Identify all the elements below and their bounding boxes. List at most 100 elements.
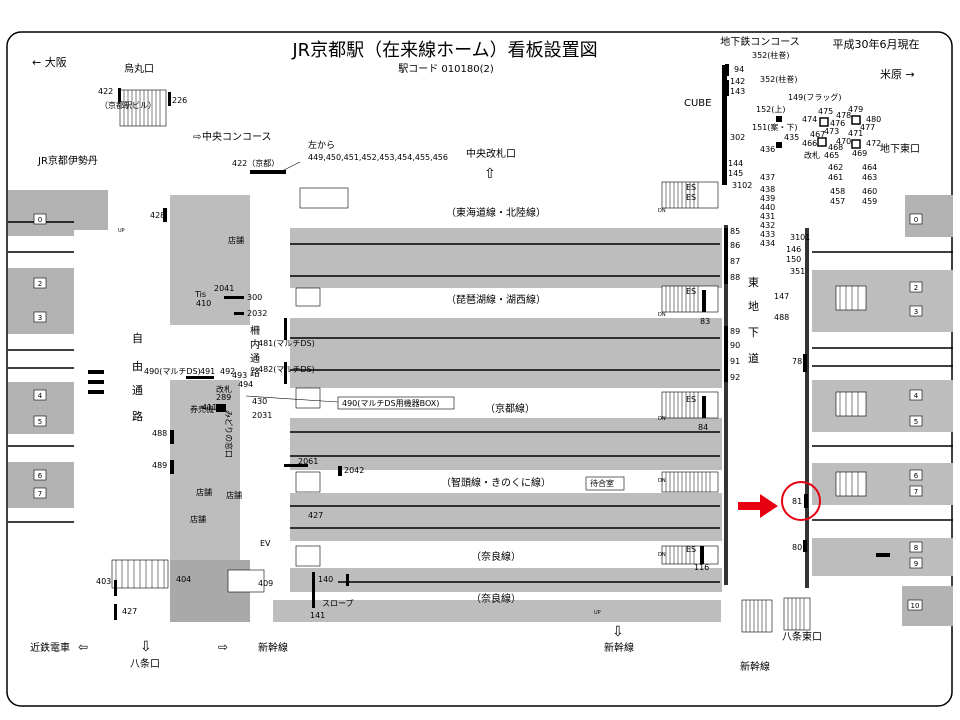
- svg-text:通: 通: [132, 384, 143, 397]
- sign-marker: [338, 466, 342, 476]
- inner-passage-label: 柵 内 通 路: [250, 324, 260, 379]
- map-border: [6, 31, 953, 707]
- sign-number: 471: [848, 129, 863, 138]
- sign-number: 2042: [344, 466, 364, 475]
- sign-number: 151(案・下): [752, 122, 798, 132]
- sign-marker: [312, 572, 315, 608]
- sign-number: 428: [150, 211, 165, 220]
- platform-tokaido: [290, 228, 722, 288]
- svg-text:地: 地: [748, 300, 759, 313]
- sign-number: 440: [760, 203, 775, 212]
- tag-kyoto: 422（京都）: [232, 158, 279, 168]
- arrow-down-icon: ⇩: [612, 624, 624, 640]
- sign-number: 433: [760, 230, 775, 239]
- platform-number: 5: [914, 418, 918, 426]
- platform-number: 6: [914, 472, 919, 480]
- shop-label: 店舗: [190, 514, 206, 524]
- block-r23: [812, 270, 953, 332]
- sign-number: 352(柱巻): [752, 50, 790, 60]
- sign-number: 141: [310, 611, 325, 620]
- block-r67: [812, 463, 953, 505]
- sign-number: 3102: [732, 181, 752, 190]
- sign-number: 468: [828, 143, 843, 152]
- sign-number: 427: [308, 511, 323, 520]
- svg-text:通: 通: [250, 353, 260, 365]
- platform-number: 2: [914, 284, 918, 292]
- platform-blocks: [8, 65, 953, 626]
- stair-d: [295, 545, 321, 567]
- sign-marker: [724, 326, 728, 382]
- sign-number: 78: [792, 357, 802, 366]
- underground-east-gate-label: 地下東口: [880, 142, 920, 155]
- sign-number: 300: [247, 293, 262, 302]
- stair-shinkansen: [227, 569, 265, 593]
- sign-number: 493: [232, 371, 247, 380]
- kyoto-building-note: （京都駅ビル）: [100, 100, 156, 110]
- sign-number: 142: [730, 77, 745, 86]
- sign-number: 481(マルチDS): [258, 339, 315, 348]
- line-label: （奈良線）: [471, 550, 521, 563]
- sign-number: 457: [830, 197, 845, 206]
- stair-r2: [835, 391, 867, 417]
- platform-numbers-left: 0 2 3 4 5 6 7: [33, 213, 47, 499]
- arrow-right-icon: ⇨: [193, 132, 201, 143]
- sign-number: 475: [818, 107, 833, 116]
- sign-number: 489: [152, 461, 167, 470]
- sign-marker: [234, 312, 244, 315]
- platform-number: 7: [914, 488, 918, 496]
- map-title: JR京都駅（在来線ホーム）看板設置図: [291, 40, 597, 61]
- svg-text:道: 道: [748, 351, 759, 365]
- sign-number: 478: [836, 111, 851, 120]
- sign-number: 472: [866, 139, 881, 148]
- sign-marker: [700, 546, 704, 564]
- platform-nara-b: [273, 600, 721, 622]
- station-code: 駅コード 010180(2): [398, 63, 494, 75]
- ticket-office-label: 券売機: [190, 404, 214, 414]
- red-circle-highlight: [781, 481, 821, 521]
- down-label: DN: [658, 552, 666, 558]
- sign-marker: [284, 362, 287, 384]
- sign-number: 92: [730, 373, 740, 382]
- stair-karasuma: [119, 89, 167, 127]
- hatch: [665, 286, 699, 312]
- elevator-label: EV: [260, 539, 271, 548]
- box490-note: 490(マルチDS用機器BOX): [342, 398, 439, 408]
- east-underpass-label: 東 地 下 道: [748, 276, 759, 365]
- stair-r3: [835, 471, 867, 497]
- hatch: [665, 472, 711, 492]
- sign-number: 438: [760, 185, 775, 194]
- sign-marker: [118, 88, 121, 102]
- sign-number: 410: [196, 299, 211, 308]
- east-wall-left: [724, 225, 728, 585]
- platform-chizu: [290, 493, 722, 541]
- sign-bar: [250, 170, 286, 174]
- maibara-direction: 米原 →: [880, 68, 915, 81]
- sign-number: 479: [848, 105, 863, 114]
- sign-marker: [170, 460, 174, 474]
- hatch: [665, 392, 699, 418]
- sign-number: 152(上): [756, 105, 786, 114]
- sign-number: 94: [734, 65, 744, 74]
- line-label: （東海道線・北陸線）: [446, 206, 546, 219]
- platform-number: 9: [914, 560, 918, 568]
- sign-number: 86: [730, 241, 740, 250]
- platform-number: 6: [38, 472, 43, 480]
- sign-marker: [817, 137, 827, 147]
- block-r45: [812, 380, 953, 432]
- sign-marker: [346, 574, 349, 586]
- platform-number: 0: [38, 216, 42, 224]
- sign-marker: [284, 318, 287, 340]
- sign-marker: [702, 396, 706, 418]
- svg-text:路: 路: [132, 410, 143, 423]
- sign-number: 80: [792, 543, 802, 552]
- line-label: （智頭線・きのくに線）: [441, 476, 551, 489]
- left-from-list: 449,450,451,452,453,454,455,456: [308, 153, 448, 162]
- central-gate-label: 中央改札口: [466, 147, 516, 160]
- sign-number: 494: [238, 380, 253, 389]
- karasuma-gate-label: 烏丸口: [124, 62, 154, 75]
- cube-wall: [722, 65, 727, 185]
- sign-number: 84: [698, 423, 708, 432]
- sign-number: 431: [760, 212, 775, 221]
- sign-marker: [224, 296, 244, 299]
- sign-number: 463: [862, 173, 877, 182]
